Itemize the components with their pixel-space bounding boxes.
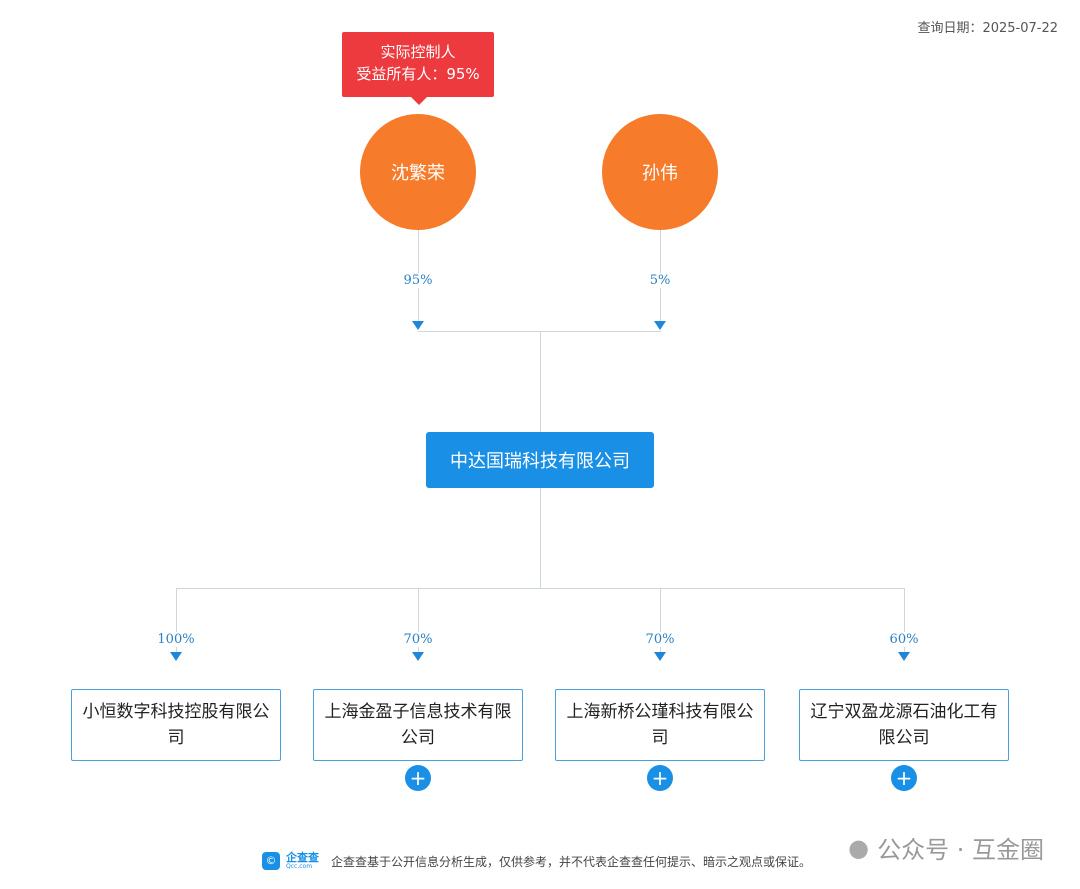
watermark: ●公众号 · 互金圈 [848,830,1044,865]
shareholder-node[interactable]: 沈繁荣 [360,114,476,230]
subsidiary-node[interactable]: 小恒数字科技控股有限公司 [71,689,281,761]
subsidiary-node[interactable]: 上海金盈子信息技术有限公司 [313,689,523,761]
footer-brand-block: 企查查 Qcc.com [286,852,319,870]
arrow-down-icon [412,321,424,330]
expand-plus-icon[interactable]: + [891,765,917,791]
footer-disclaimer: 企查查基于公开信息分析生成，仅供参考，并不代表企查查任何提示、暗示之观点或保证。 [331,854,812,869]
query-date: 查询日期：2025-07-22 [917,21,1058,36]
arrow-down-icon [898,652,910,661]
share-percent: 5% [630,273,690,288]
tooltip-title: 实际控制人 [380,43,456,61]
arrow-down-icon [654,652,666,661]
connector [176,588,905,589]
subsidiary-node[interactable]: 上海新桥公瑾科技有限公司 [555,689,765,761]
controller-tooltip: 实际控制人受益所有人：95% [342,32,494,105]
target-company[interactable]: 中达国瑞科技有限公司 [426,432,654,488]
subsidiary-percent: 100% [146,632,206,647]
footer: © 企查查 Qcc.com 企查查基于公开信息分析生成，仅供参考，并不代表企查查… [262,852,811,870]
connector [418,588,419,658]
connector [176,588,177,658]
connector [660,588,661,658]
shareholder-node[interactable]: 孙伟 [602,114,718,230]
expand-plus-icon[interactable]: + [647,765,673,791]
share-percent: 95% [388,273,448,288]
arrow-down-icon [412,652,424,661]
expand-plus-icon[interactable]: + [405,765,431,791]
tooltip-beneficiary: 受益所有人：95% [356,65,480,83]
footer-brand: 企查查 [286,851,319,864]
subsidiary-percent: 70% [630,632,690,647]
subsidiary-percent: 60% [874,632,934,647]
connector [540,331,541,432]
footer-brand-sub: Qcc.com [286,863,313,870]
arrow-down-icon [170,652,182,661]
wechat-icon: ● [848,833,870,862]
connector [540,488,541,588]
watermark-text: 公众号 · 互金圈 [877,836,1044,864]
connector [418,331,661,332]
arrow-down-icon [654,321,666,330]
subsidiary-node[interactable]: 辽宁双盈龙源石油化工有限公司 [799,689,1009,761]
subsidiary-percent: 70% [388,632,448,647]
qcc-logo-icon: © [262,852,280,870]
connector [904,588,905,658]
